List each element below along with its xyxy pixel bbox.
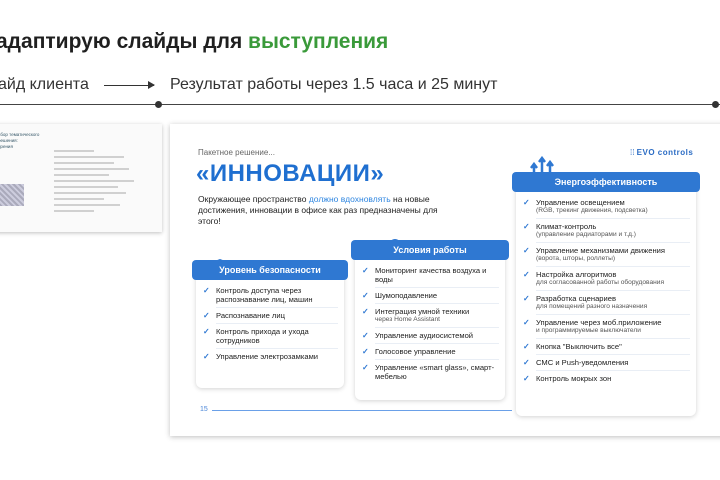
- thumbnail-text-line: [54, 192, 126, 194]
- step-client-slide: айд клиента: [0, 76, 89, 93]
- page-headline: адаптирую слайды для выступления: [0, 30, 388, 54]
- energy-items: ✓Управление освещением(RGB, трекинг движ…: [522, 198, 690, 390]
- list-item: ✓Управление аудиосистемой: [361, 331, 499, 344]
- result-slide[interactable]: Пакетное решение... ⁞⁞ EVO controls «ИНН…: [170, 124, 720, 436]
- check-icon: ✓: [203, 327, 210, 336]
- footer-divider: [212, 410, 512, 411]
- security-card: Уровень безопасности ✓Контроль доступа ч…: [192, 260, 348, 388]
- check-icon: ✓: [362, 307, 369, 316]
- check-icon: ✓: [523, 318, 530, 327]
- list-item: ✓Шумоподавление: [361, 291, 499, 304]
- list-item: ✓Климат-контроль(управление радиаторами …: [522, 222, 690, 243]
- check-icon: ✓: [523, 294, 530, 303]
- conditions-items: ✓Мониторинг качества воздуха и воды ✓Шум…: [361, 266, 499, 388]
- thumbnail-text-line: [54, 210, 94, 212]
- list-item: ✓Управление механизмами движения(ворота,…: [522, 246, 690, 267]
- list-item: ✓Контроль прихода и ухода сотрудников: [202, 327, 338, 349]
- slide-subtitle: Окружающее пространство должно вдохновля…: [198, 194, 438, 226]
- thumbnail-text-line: [54, 186, 118, 188]
- energy-card: Энергоэффективность ✓Управление освещени…: [512, 172, 700, 416]
- headline-accent: выступления: [248, 30, 389, 53]
- thumbnail-text-line: [54, 180, 134, 182]
- list-item: ✓Мониторинг качества воздуха и воды: [361, 266, 499, 288]
- check-icon: ✓: [523, 246, 530, 255]
- grid-icon: ⁞⁞: [630, 148, 637, 157]
- thumbnail-text-line: [54, 162, 114, 164]
- check-icon: ✓: [523, 222, 530, 231]
- list-item: ✓Управление освещением(RGB, трекинг движ…: [522, 198, 690, 219]
- check-icon: ✓: [203, 352, 210, 361]
- list-item: ✓Кнопка "Выключить все": [522, 342, 690, 355]
- check-icon: ✓: [362, 291, 369, 300]
- conditions-card-title: Условия работы: [351, 240, 509, 260]
- security-card-title: Уровень безопасности: [192, 260, 348, 280]
- timeline-dot: [712, 101, 719, 108]
- check-icon: ✓: [362, 363, 369, 372]
- timeline-dot: [155, 101, 162, 108]
- step-result: Результат работы через 1.5 часа и 25 мин…: [170, 76, 498, 93]
- thumbnail-text-line: [54, 156, 124, 158]
- check-icon: ✓: [523, 374, 530, 383]
- check-icon: ✓: [203, 286, 210, 295]
- check-icon: ✓: [523, 358, 530, 367]
- timeline: [0, 101, 720, 108]
- conditions-card: Условия работы ✓Мониторинг качества возд…: [351, 240, 509, 400]
- thumbnail-text-line: [54, 150, 94, 152]
- list-item: ✓Управление электрозамками: [203, 352, 319, 361]
- check-icon: ✓: [523, 270, 530, 279]
- security-items: ✓Контроль доступа через распознавание ли…: [202, 286, 338, 368]
- list-item: ✓Управление «smart glass», смарт-мебелью: [362, 363, 495, 381]
- check-icon: ✓: [362, 266, 369, 275]
- check-icon: ✓: [523, 342, 530, 351]
- evo-controls-logo: ⁞⁞ EVO controls: [630, 148, 694, 157]
- energy-card-title: Энергоэффективность: [512, 172, 700, 192]
- headline-prefix: адаптирую слайды для: [0, 30, 249, 53]
- check-icon: ✓: [203, 311, 210, 320]
- thumbnail-title: ьбор тематического решения: прения: [0, 132, 40, 149]
- slide-title: «ИННОВАЦИИ»: [196, 160, 385, 187]
- list-item: ✓Голосовое управление: [361, 347, 499, 360]
- slide-page-number: 15: [200, 406, 208, 413]
- check-icon: ✓: [523, 198, 530, 207]
- check-icon: ✓: [362, 331, 369, 340]
- arrow-right-icon: [104, 81, 155, 89]
- check-icon: ✓: [362, 347, 369, 356]
- thumbnail-text-line: [54, 204, 120, 206]
- thumbnail-text-line: [54, 174, 109, 176]
- thumbnail-text-line: [54, 198, 104, 200]
- process-flow: айд клиента Результат работы через 1.5 ч…: [0, 74, 720, 98]
- thumbnail-text-line: [54, 168, 129, 170]
- list-item: ✓Контроль мокрых зон: [523, 374, 612, 383]
- list-item: ✓Распознавание лиц: [202, 311, 338, 324]
- thumbnail-image: [0, 184, 24, 206]
- list-item: ✓СМС и Push-уведомления: [522, 358, 690, 371]
- slide-pretitle: Пакетное решение...: [198, 148, 275, 157]
- client-slide-thumbnail[interactable]: ьбор тематического решения: прения: [0, 124, 162, 232]
- list-item: ✓Контроль доступа через распознавание ли…: [202, 286, 338, 308]
